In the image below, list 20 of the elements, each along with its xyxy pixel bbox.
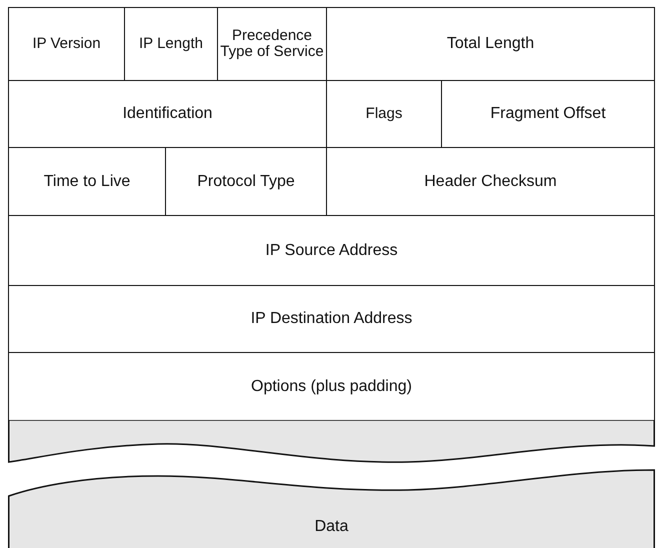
- field-label: Data: [314, 518, 350, 536]
- field-label: Identification: [122, 105, 214, 123]
- header-field: [8, 215, 655, 286]
- field-label: Options (plus padding): [250, 378, 413, 396]
- header-field: [326, 7, 655, 81]
- field-label: Precedence Type of Service: [219, 28, 325, 60]
- field-label: IP Length: [138, 36, 204, 52]
- field-label: IP Destination Address: [250, 310, 414, 328]
- data-block: [8, 420, 655, 548]
- field-label: Header Checksum: [423, 172, 558, 190]
- field-label: Protocol Type: [196, 172, 296, 190]
- field-label: Time to Live: [42, 172, 132, 190]
- header-field: [8, 285, 655, 353]
- field-label: Flags: [364, 106, 404, 122]
- field-label: Total Length: [446, 35, 536, 53]
- header-field: [8, 352, 655, 421]
- field-label: Fragment Offset: [489, 105, 607, 123]
- field-label: IP Source Address: [264, 242, 399, 260]
- field-label: IP Version: [31, 36, 102, 52]
- header-field: [8, 7, 125, 81]
